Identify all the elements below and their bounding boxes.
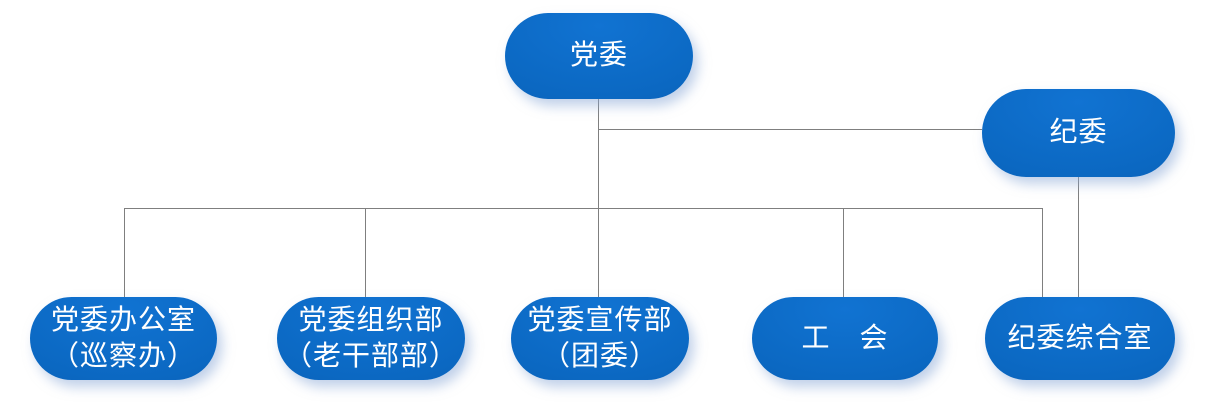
node-sublabel: （团委） — [541, 340, 658, 372]
connector-main-branch — [124, 208, 1042, 209]
node-label: 党委宣传部 — [527, 304, 673, 336]
connector-party-committee-stem — [598, 99, 599, 297]
node-organization-dept: 党委组织部 （老干部部） — [277, 297, 465, 380]
node-sublabel: （巡察办） — [50, 340, 196, 372]
node-label: 工 会 — [801, 322, 889, 354]
node-sublabel: （老干部部） — [283, 340, 458, 372]
node-discipline-office: 纪委综合室 — [985, 297, 1175, 380]
connector-drop-organization-dept — [365, 208, 366, 297]
connector-drop-labor-union — [843, 208, 844, 297]
node-label: 党委办公室 — [50, 304, 196, 336]
node-labor-union: 工 会 — [752, 297, 938, 380]
connector-drop-discipline-office — [1042, 208, 1043, 297]
node-propaganda-dept: 党委宣传部 （团委） — [511, 297, 689, 380]
connector-party-to-discipline — [598, 129, 982, 130]
node-label: 党委组织部 — [298, 304, 444, 336]
node-label: 党委 — [569, 40, 628, 72]
node-party-committee: 党委 — [505, 13, 693, 99]
node-label: 纪委综合室 — [1007, 322, 1153, 354]
connector-drop-party-office — [124, 208, 125, 297]
node-label: 纪委 — [1049, 117, 1108, 149]
connector-discipline-committee-stem — [1078, 177, 1079, 297]
node-party-office: 党委办公室 （巡察办） — [30, 297, 217, 380]
node-discipline-committee: 纪委 — [982, 89, 1175, 177]
